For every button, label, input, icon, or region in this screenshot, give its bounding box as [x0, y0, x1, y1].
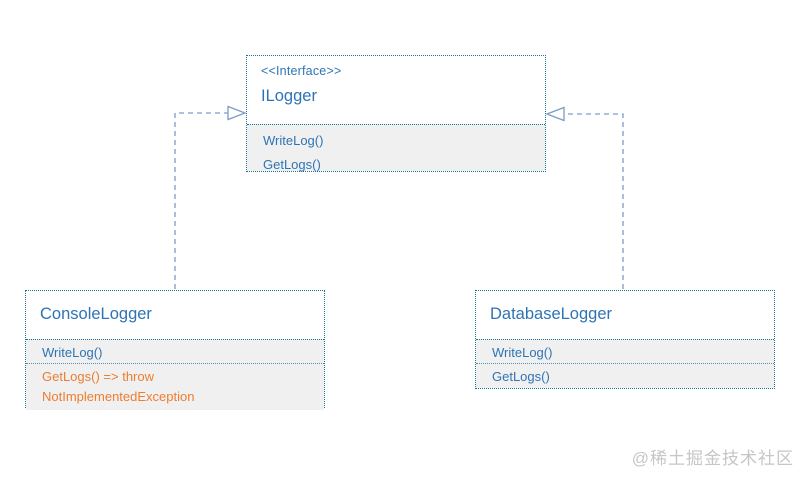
method-item: WriteLog() [476, 340, 774, 364]
class-name: ConsoleLogger [40, 305, 152, 323]
method-section: WriteLog() GetLogs() => throw NotImpleme… [26, 339, 324, 410]
realization-connector-database-to-ilogger [545, 106, 624, 289]
class-name: DatabaseLogger [490, 305, 613, 323]
hollow-arrowhead-icon [545, 106, 565, 122]
hollow-arrowhead-icon [227, 105, 247, 121]
watermark: @稀土掘金技术社区 [631, 449, 794, 468]
class-name: ILogger [261, 87, 317, 105]
stereotype-label: <<Interface>> [261, 64, 342, 78]
class-header: <<Interface>> ILogger [247, 56, 545, 124]
method-item: GetLogs() [492, 369, 550, 384]
realization-connector-console-to-ilogger [174, 105, 247, 289]
method-item: WriteLog() [263, 133, 324, 148]
method-item: GetLogs() [263, 157, 321, 172]
class-header: DatabaseLogger [476, 291, 774, 339]
method-item: WriteLog() [26, 340, 324, 364]
class-box-consolelogger: ConsoleLogger WriteLog() GetLogs() => th… [25, 290, 325, 410]
class-box-databaselogger: DatabaseLogger WriteLog() GetLogs() [475, 290, 775, 389]
method-section: WriteLog() GetLogs() [247, 124, 545, 172]
class-header: ConsoleLogger [26, 291, 324, 339]
class-box-ilogger: <<Interface>> ILogger WriteLog() GetLogs… [246, 55, 546, 172]
method-section: WriteLog() GetLogs() [476, 339, 774, 388]
method-item-not-implemented: GetLogs() => throw NotImplementedExcepti… [42, 369, 195, 404]
